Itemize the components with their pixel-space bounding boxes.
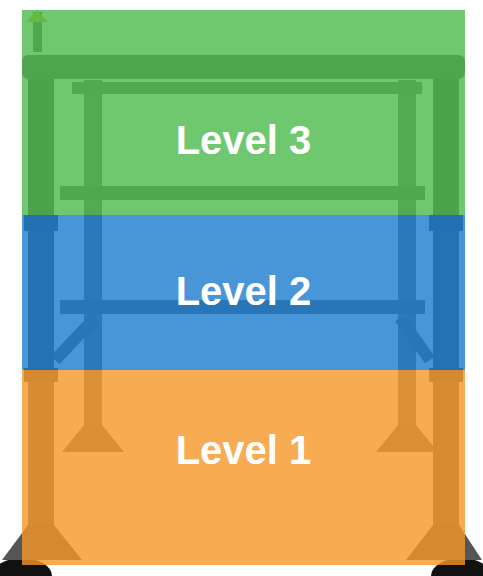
level-band: Level 3: [22, 10, 465, 215]
level-label: Level 2: [22, 271, 465, 311]
level-band: Level 2: [22, 215, 465, 370]
level-label: Level 1: [22, 430, 465, 470]
level-label: Level 3: [22, 120, 465, 160]
level-band: Level 1: [22, 370, 465, 565]
